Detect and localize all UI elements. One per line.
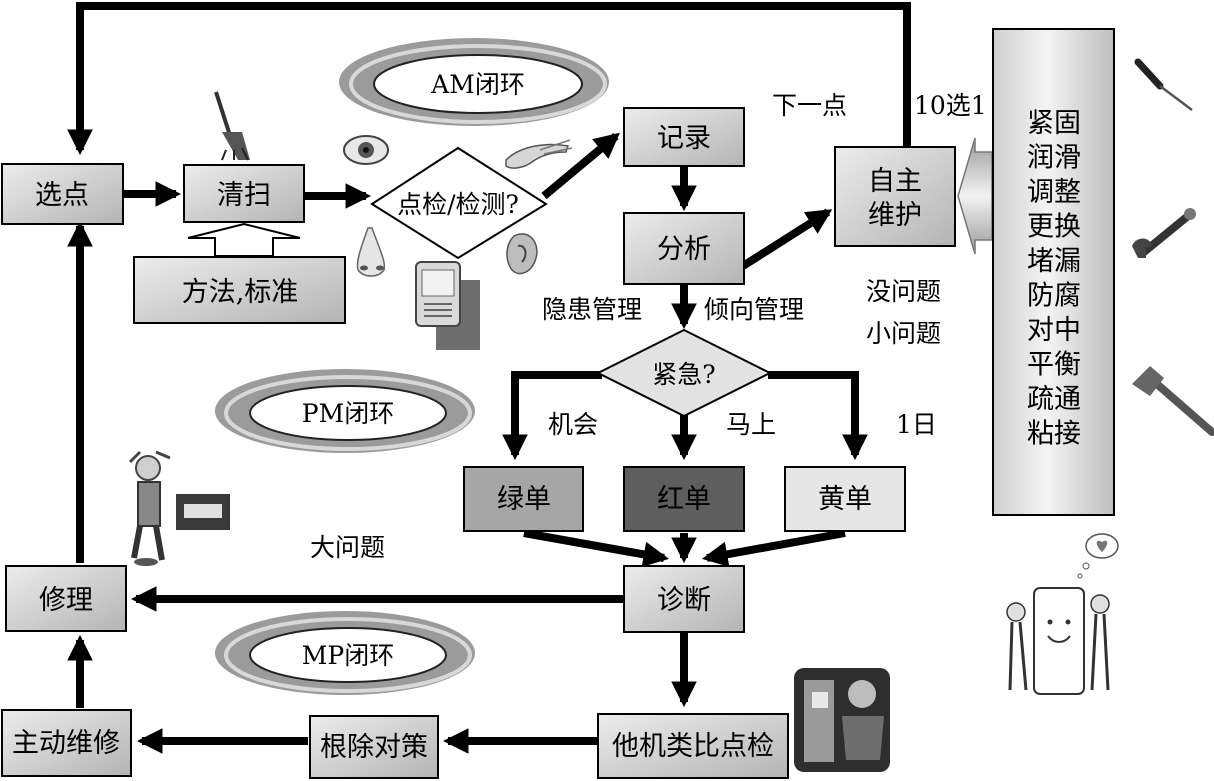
maintenance-method-item: 平衡 <box>1027 350 1081 381</box>
refrigerator-workers-icon <box>1006 533 1119 695</box>
machine-worker-icon <box>794 668 890 772</box>
arrow-urgent-yellow <box>768 371 868 461</box>
maintenance-method-item: 堵漏 <box>1027 246 1081 277</box>
node-root-cause: 根除对策 <box>309 715 439 779</box>
mp-loop-label: MP闭环 <box>302 641 394 670</box>
red-ticket-label: 红单 <box>657 484 711 515</box>
proactive-maintenance-label: 主动维修 <box>12 728 120 759</box>
repair-label: 修理 <box>39 585 93 616</box>
method-standard-label: 方法,标准 <box>182 277 299 308</box>
broom-icon <box>214 91 250 161</box>
pm-loop-oval: PM闭环 <box>215 369 475 453</box>
node-analyze: 分析 <box>623 212 745 285</box>
arrow-analyze-autonomous <box>740 208 833 270</box>
no-problem-label: 没问题 <box>866 277 941 306</box>
immediately-label: 马上 <box>726 410 776 439</box>
select-point-label: 选点 <box>35 180 89 211</box>
node-method-standard: 方法,标准 <box>133 256 346 324</box>
maintenance-method-item: 粘接 <box>1027 419 1081 450</box>
connectors <box>67 2 911 754</box>
node-repair: 修理 <box>5 565 127 632</box>
ten-choose-one-label: 10选1 <box>914 91 987 120</box>
urgent-label: 紧急? <box>652 360 715 389</box>
node-select-point: 选点 <box>1 163 124 225</box>
arrow-inspect-record <box>541 132 620 200</box>
one-day-label: 1日 <box>896 410 937 439</box>
node-cross-check: 他机类比点检 <box>597 713 789 779</box>
arrow-urgent-green <box>502 371 602 461</box>
diagnose-label: 诊断 <box>657 585 711 616</box>
trend-label: 倾向管理 <box>704 295 804 324</box>
green-ticket-label: 绿单 <box>497 484 551 515</box>
maintenance-method-item: 对中 <box>1027 315 1081 346</box>
wrench-icon <box>1132 208 1196 258</box>
maintenance-method-item: 调整 <box>1027 177 1081 208</box>
opportunity-label: 机会 <box>548 410 598 439</box>
am-loop-oval: AM闭环 <box>339 38 609 126</box>
autonomous-label-line2: 维护 <box>868 200 922 231</box>
yellow-ticket-label: 黄单 <box>818 484 872 515</box>
inspect-label: 点检/检测? <box>397 190 519 219</box>
mp-loop-oval: MP闭环 <box>215 611 475 695</box>
node-inspect-decision: 点检/检测? <box>370 146 548 260</box>
arrow-green-diagnose <box>523 529 670 568</box>
maintenance-method-item: 防腐 <box>1027 281 1081 312</box>
next-point-label: 下一点 <box>772 91 847 120</box>
maintenance-method-item: 润滑 <box>1027 143 1081 174</box>
record-label: 记录 <box>657 123 711 154</box>
panel-arrow <box>957 137 993 255</box>
small-problem-label: 小问题 <box>866 319 941 348</box>
node-urgent-decision: 紧急? <box>595 328 773 418</box>
node-proactive-maintenance: 主动维修 <box>1 709 132 777</box>
ear-icon <box>506 233 538 275</box>
hammer-icon <box>1132 366 1214 436</box>
maintenance-method-item: 疏通 <box>1027 384 1081 415</box>
root-cause-label: 根除对策 <box>320 732 428 763</box>
handheld-device-icon <box>415 261 480 350</box>
cross-check-label: 他机类比点检 <box>612 731 774 762</box>
autonomous-label-line1: 自主 <box>868 166 922 197</box>
hand-icon <box>505 139 573 169</box>
am-loop-label: AM闭环 <box>430 70 525 99</box>
node-autonomous-maintenance: 自主 维护 <box>834 146 956 247</box>
pm-loop-label: PM闭环 <box>302 399 394 428</box>
maintenance-method-item: 更换 <box>1027 212 1081 243</box>
maintenance-method-item: 紧固 <box>1027 108 1081 139</box>
free-labels: 下一点 10选1 没问题 小问题 隐患管理 倾向管理 机会 马上 1日 大问题 <box>310 91 987 562</box>
node-record: 记录 <box>623 107 745 167</box>
node-clean: 清扫 <box>183 164 305 223</box>
mechanic-icon <box>128 450 230 566</box>
screwdriver-icon <box>1134 58 1193 111</box>
eye-icon <box>343 135 389 165</box>
node-yellow-ticket: 黄单 <box>784 466 906 532</box>
hidden-danger-label: 隐患管理 <box>542 295 642 324</box>
loop-top-line <box>67 2 911 156</box>
node-green-ticket: 绿单 <box>463 466 584 532</box>
node-diagnose: 诊断 <box>623 565 745 633</box>
clean-label: 清扫 <box>217 180 271 211</box>
analyze-label: 分析 <box>657 234 711 265</box>
big-problem-label: 大问题 <box>310 533 385 562</box>
arrow-yellow-diagnose <box>701 529 846 567</box>
method-arrow <box>187 222 301 257</box>
node-red-ticket: 红单 <box>623 466 745 532</box>
nose-icon <box>356 227 386 277</box>
